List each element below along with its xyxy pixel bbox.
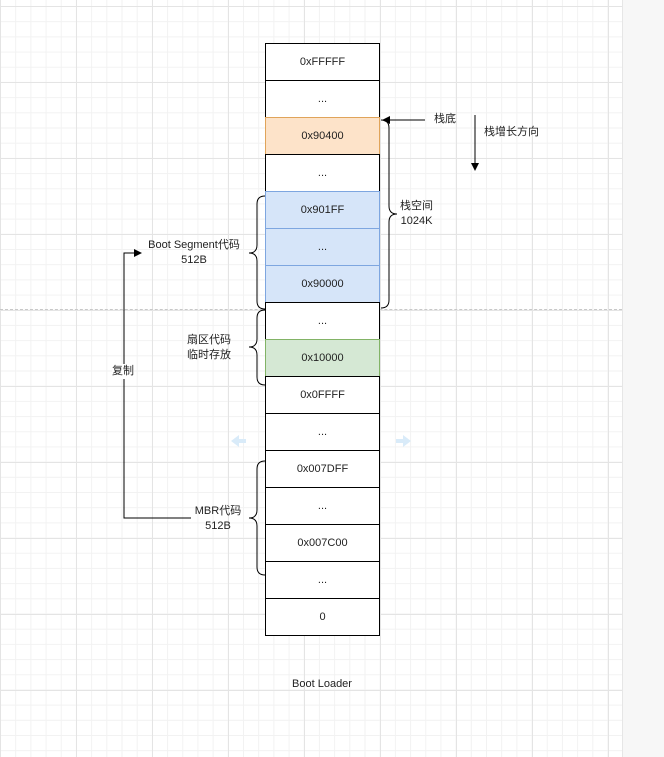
mbr-label-line2: 512B [205, 520, 231, 532]
memory-cell: ... [265, 302, 380, 340]
boot-segment-label: Boot Segment代码 512B [143, 238, 245, 268]
mbr-label-line1: MBR代码 [194, 505, 242, 517]
boot-segment-label-line2: 512B [181, 254, 207, 266]
sector-code-bracket [248, 309, 266, 386]
stack-space-label: 栈空间 1024K [400, 199, 433, 229]
mbr-bracket [248, 460, 266, 576]
sector-code-label: 扇区代码 临时存放 [181, 333, 237, 363]
memory-cell: 0x007DFF [265, 450, 380, 488]
memory-cell: 0x007C00 [265, 524, 380, 562]
sector-code-label-line1: 扇区代码 [187, 334, 231, 346]
stack-growth-label: 栈增长方向 [484, 126, 539, 138]
memory-cell: 0xFFFFF [265, 43, 380, 81]
stack-space-label-line1: 栈空间 [400, 200, 433, 212]
resize-handle-left-icon [231, 435, 246, 447]
memory-cell: ... [265, 487, 380, 525]
boot-segment-bracket [248, 195, 266, 310]
stack-space-bracket [380, 119, 398, 309]
memory-cell: ... [265, 413, 380, 451]
boot-segment-label-line1: Boot Segment代码 [148, 239, 240, 251]
memory-stack: 0xFFFFF...0x90400...0x901FF...0x90000...… [265, 43, 380, 636]
resize-handle-right-icon [396, 435, 411, 447]
sector-code-label-line2: 临时存放 [187, 349, 231, 361]
diagram-caption: Boot Loader [292, 678, 352, 690]
memory-cell: 0x90000 [265, 265, 380, 303]
memory-cell: 0x10000 [265, 339, 380, 377]
copy-label: 复制 [112, 364, 134, 379]
stack-bottom-label: 栈底 [434, 113, 456, 125]
memory-cell: 0 [265, 598, 380, 636]
mbr-label: MBR代码 512B [188, 504, 248, 534]
canvas-right-panel-edge [622, 0, 664, 757]
copy-arrow [123, 249, 191, 519]
stack-space-label-line2: 1024K [400, 215, 433, 227]
